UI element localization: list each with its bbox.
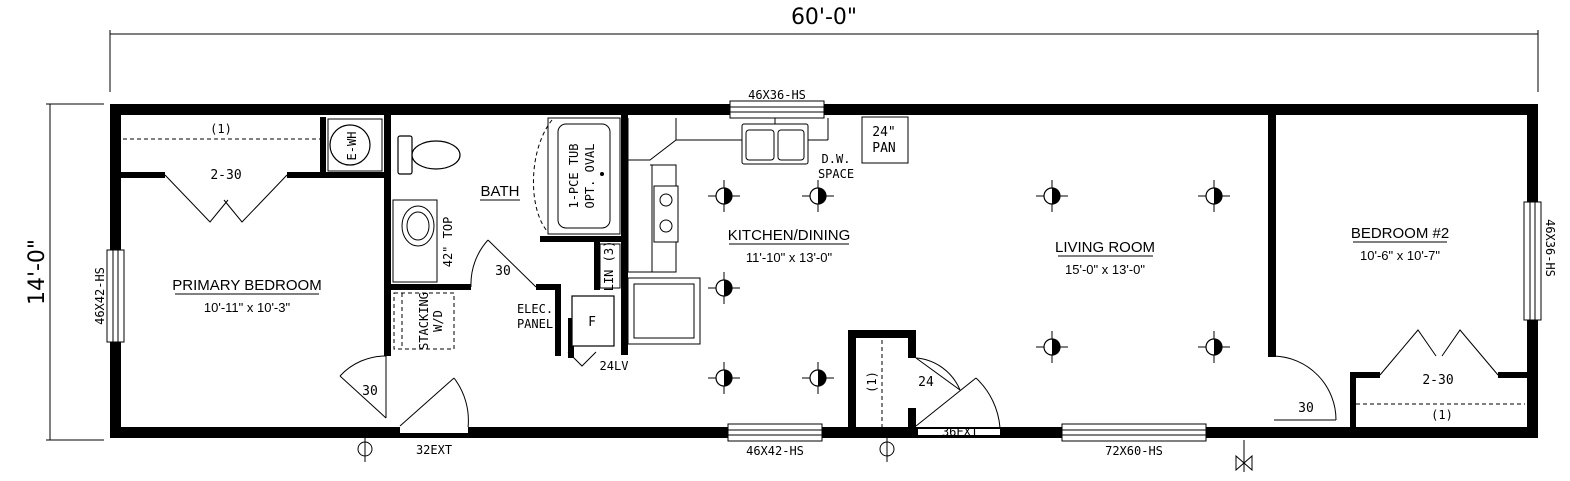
bath-name: BATH: [481, 183, 520, 200]
kitchen-sink: [741, 118, 809, 165]
ceiling-light-icon: [802, 362, 834, 394]
furnace-label: F: [588, 315, 596, 330]
elec-panel-line2: PANEL: [517, 317, 553, 331]
overall-width-label: 60'-0": [791, 5, 857, 30]
pan-box: [861, 116, 909, 164]
dishwasher-line2: SPACE: [818, 167, 854, 181]
bedroom2-size: 10'-6" x 10'-7": [1360, 248, 1440, 263]
window-right-bedroom2-label: 46X36-HS: [1543, 219, 1557, 277]
tub-note-line2: OPT. OVAL: [583, 143, 597, 208]
bedroom2-closet-door-note: 2-30: [1422, 373, 1453, 388]
interior-walls: [121, 115, 1527, 430]
bedroom2-closet-bifold-door: [1379, 329, 1499, 376]
window-left-primary-label: 46X42-HS: [93, 267, 107, 325]
window-bottom-dining-label: 46X42-HS: [746, 444, 804, 458]
ceiling-light-icon: [708, 272, 740, 304]
window-top-kitchen: [729, 100, 825, 119]
elec-panel-line1: ELEC.: [517, 302, 553, 316]
entry-closet-shelf-note: (1): [865, 371, 879, 393]
primary-closet-bifold-door: [164, 174, 288, 223]
water-heater: [327, 118, 383, 172]
tub-note-line1: 1-PCE TUB: [567, 143, 581, 208]
entry-closet-door: [915, 357, 961, 391]
window-left-primary: [106, 249, 125, 343]
living-room-size: 15'-0" x 13'-0": [1065, 262, 1145, 277]
linen-closet: [599, 243, 621, 289]
pan-line2: PAN: [872, 141, 895, 156]
overall-depth-label: 14'-0": [25, 239, 50, 305]
low-voltage-note: 24LV: [600, 359, 629, 373]
living-room-name: LIVING ROOM: [1055, 239, 1155, 256]
toilet: [397, 135, 461, 175]
primary-bedroom-door-note: 30: [362, 384, 378, 399]
exterior-door-2: [915, 377, 1001, 435]
range-cooktop: [653, 185, 679, 243]
entry-closet-door-note: 24: [918, 375, 934, 390]
window-right-bedroom2: [1523, 201, 1542, 321]
overall-depth-dimension: [46, 103, 104, 441]
ceiling-light-icon: [802, 180, 834, 212]
bedroom2-name: BEDROOM #2: [1351, 225, 1449, 242]
shelf-lines: [123, 138, 1525, 405]
vanity: [392, 199, 438, 283]
refrigerator: [627, 277, 701, 345]
dishwasher-line1: D.W.: [822, 152, 851, 166]
furnace-door: [567, 351, 597, 367]
ceiling-light-icon: [1198, 331, 1230, 363]
ceiling-light-icon: [708, 180, 740, 212]
bedroom2-door: [1273, 355, 1337, 421]
kitchen-size: 11'-10" x 13'-0": [746, 250, 833, 265]
linen-note: LIN (3): [602, 241, 616, 292]
hose-bib-icon: [1235, 440, 1253, 472]
bath-door: [470, 239, 537, 288]
stacking-wd-line2: W/D: [431, 310, 445, 332]
kitchen-name: KITCHEN/DINING: [728, 227, 851, 244]
stacking-washer-dryer: [393, 292, 455, 350]
bedroom2-door-note: 30: [1298, 401, 1314, 416]
exterior-door-2-label: 36EXT: [942, 425, 978, 439]
stacking-wd-line1: STACKING: [417, 292, 431, 350]
water-heater-label: E-WH: [345, 132, 359, 161]
window-bottom-living-label: 72X60-HS: [1105, 444, 1163, 458]
ceiling-light-icon: [1036, 180, 1068, 212]
exterior-light-2-icon: [879, 438, 895, 462]
pan-line1: 24": [872, 125, 895, 140]
tub-oval-option: [533, 119, 553, 233]
exterior-light-1-icon: [357, 438, 373, 462]
overall-width-dimension: [109, 30, 1539, 92]
bathtub: [547, 117, 621, 235]
bath-door-note: 30: [495, 264, 511, 279]
window-bottom-dining: [727, 423, 823, 442]
vanity-top-note: 42" TOP: [441, 217, 455, 268]
primary-bedroom-size: 10'-11" x 10'-3": [204, 300, 291, 315]
primary-bedroom-door: [339, 355, 387, 419]
primary-bedroom-name: PRIMARY BEDROOM: [172, 277, 321, 294]
tub-drain: [600, 172, 604, 176]
bedroom2-shelf-note: (1): [1431, 408, 1453, 422]
ceiling-light-icon: [1036, 331, 1068, 363]
furnace: [571, 295, 615, 347]
ceiling-lights: [708, 180, 1230, 394]
window-bottom-living: [1061, 423, 1207, 442]
exterior-door-1-label: 32EXT: [416, 443, 452, 457]
exterior-door-1: [399, 377, 469, 433]
window-top-kitchen-label: 46X36-HS: [748, 88, 806, 102]
primary-closet-door-note: 2-30: [210, 168, 241, 183]
primary-shelf-note: (1): [210, 122, 232, 136]
ceiling-light-icon: [708, 362, 740, 394]
ceiling-light-icon: [1198, 180, 1230, 212]
